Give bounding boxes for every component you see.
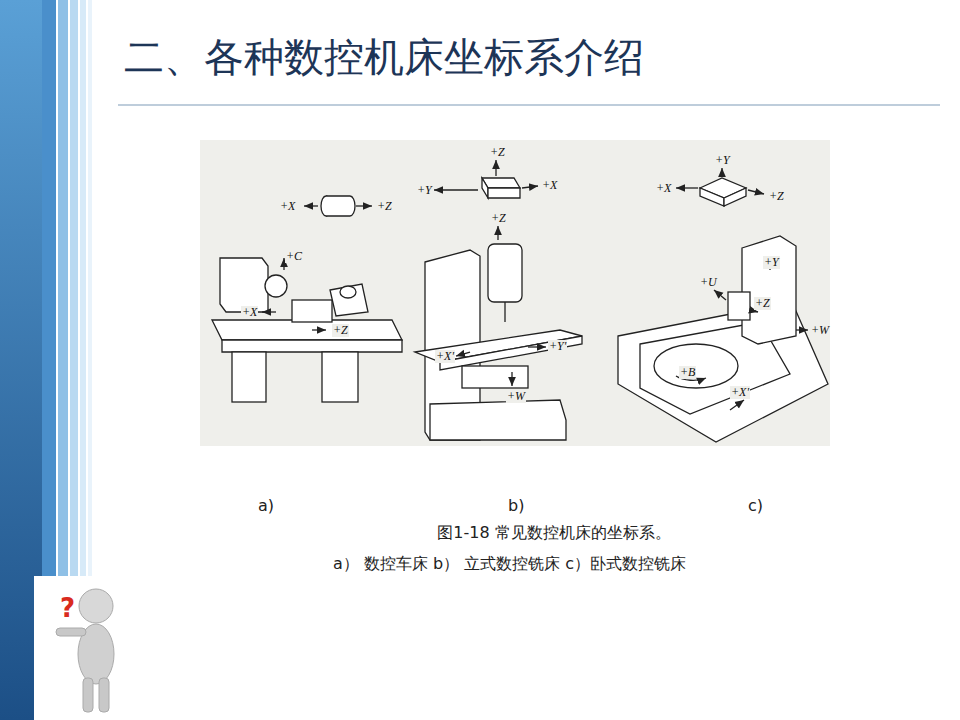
axis-label: +Z — [376, 200, 393, 213]
axis-label: +W — [810, 324, 830, 337]
axis-label: +Z — [768, 190, 785, 203]
axis-label: +Y — [763, 256, 780, 269]
axis-label: +X — [241, 306, 258, 319]
axis-label: +Z — [489, 146, 506, 159]
subfigure-label: c) — [748, 496, 763, 516]
axis-label: +X — [541, 179, 558, 192]
axis-label: +Y — [714, 154, 731, 167]
figure-panel — [34, 576, 130, 720]
subfigure-label: b) — [508, 496, 524, 516]
lathe-drawing — [212, 196, 402, 402]
subfigure-label: a) — [258, 496, 274, 516]
vertical-mill-drawing — [415, 160, 582, 440]
axis-label: +Y' — [548, 340, 567, 353]
figure-caption: 图1-18 常见数控机床的坐标系。 — [437, 523, 670, 543]
axis-label: +Z — [332, 324, 349, 337]
axis-label: +Y — [416, 184, 433, 197]
axis-label: +X' — [730, 386, 750, 399]
presenter-figure — [56, 589, 114, 712]
slide-title: 二、各种数控机床坐标系介绍 — [124, 30, 644, 85]
axis-label: +U — [699, 276, 718, 289]
axis-label: +B — [679, 366, 696, 379]
axis-label: +X' — [435, 350, 455, 363]
title-rule — [118, 104, 940, 105]
question-mark: ? — [60, 593, 75, 623]
caption-line: a） 数控车床 b） 立式数控铣床 c）卧式数控铣床 — [333, 554, 686, 574]
axis-label: +X — [655, 182, 672, 195]
axis-label: +W — [506, 390, 526, 403]
axis-label: +X — [279, 200, 296, 213]
axis-label: +Z — [490, 212, 507, 225]
figure-ground — [200, 140, 830, 446]
horizontal-mill-drawing — [618, 168, 828, 442]
axis-label: +C — [285, 250, 303, 263]
axis-label: +Z — [754, 297, 771, 310]
